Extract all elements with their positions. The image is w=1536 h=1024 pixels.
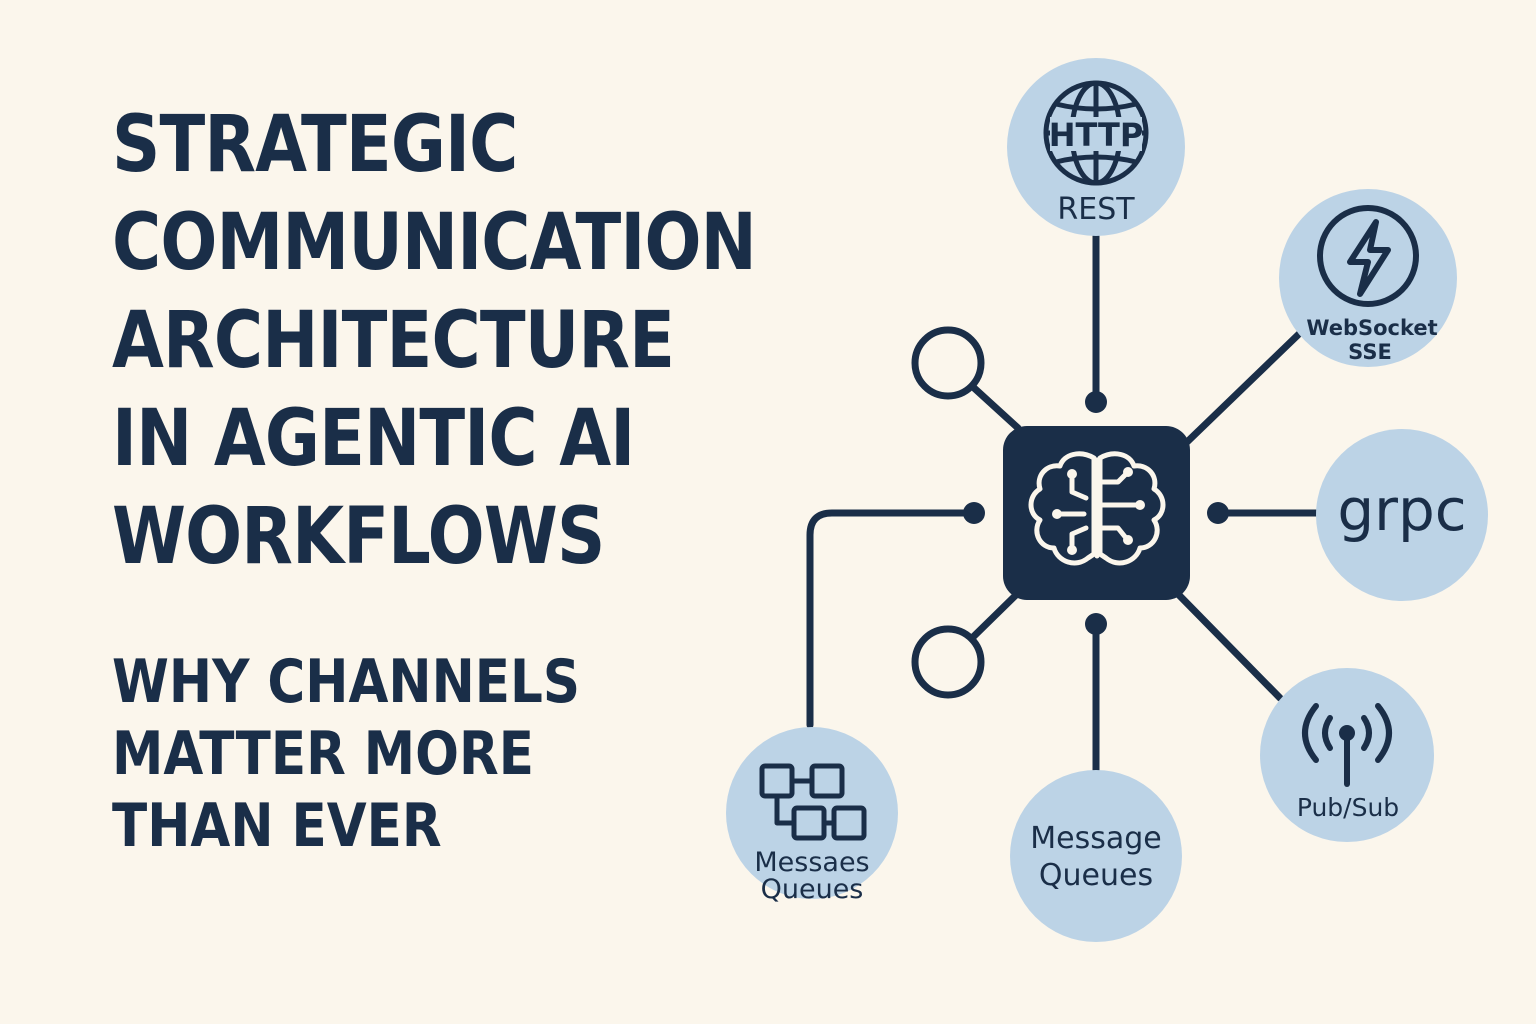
- rest-label: REST: [1057, 192, 1135, 227]
- http-text: HTTP: [1049, 116, 1144, 154]
- queue-blocks-icon: [759, 763, 867, 841]
- brain-circuit-icon: [1028, 451, 1166, 566]
- subtitle-line-1: WHY CHANNELS: [112, 647, 581, 717]
- subtitle-line-2: MATTER MORE: [112, 719, 535, 789]
- connector-port-bottom: [966, 591, 1020, 644]
- junction-dot-bottom: [1085, 613, 1107, 635]
- junction-dots: [963, 391, 1229, 635]
- subtitle: WHY CHANNELS MATTER MORE THAN EVER: [112, 646, 672, 862]
- messaes-queues-label-line-2: Queues: [761, 874, 864, 905]
- title-line-1: STRATEGIC: [112, 100, 518, 190]
- message-queues-label-line-2: Queues: [1039, 858, 1153, 893]
- title-line-3: ARCHITECTURE: [112, 296, 675, 386]
- websocket-label-line-2: SSE: [1348, 340, 1392, 364]
- lightning-bolt-icon: [1317, 205, 1419, 307]
- title-line-5: WORKFLOWS: [112, 492, 605, 582]
- pubsub-label: Pub/Sub: [1297, 793, 1399, 822]
- brain-circuit-nodes: [1052, 467, 1145, 555]
- grpc-label: grpc: [1337, 476, 1466, 544]
- node-message-queues: [1010, 770, 1182, 942]
- websocket-label-line-1: WebSocket: [1306, 316, 1437, 340]
- messaes-queues-label-line-1: Messaes: [754, 847, 869, 878]
- message-queues-label-line-1: Message: [1030, 821, 1161, 856]
- page-title: STRATEGIC COMMUNICATION ARCHITECTURE IN …: [112, 96, 792, 586]
- connector-messaes-queues: [806, 509, 978, 729]
- node-messaes-queues: [726, 727, 898, 899]
- junction-dot-top: [1085, 391, 1107, 413]
- title-line-4: IN AGENTIC AI: [112, 394, 635, 484]
- node-grpc: [1316, 429, 1488, 601]
- subtitle-line-3: THAN EVER: [112, 791, 442, 861]
- connector-port-top: [969, 383, 1022, 432]
- connectors: [806, 232, 1320, 774]
- junction-dot-right: [1207, 502, 1229, 524]
- open-port-top: [911, 326, 985, 400]
- junction-dot-left: [963, 502, 985, 524]
- antenna-dot: [1339, 725, 1355, 741]
- http-label-bg: [1050, 117, 1142, 151]
- broadcast-antenna-icon: [1302, 703, 1392, 787]
- connector-websocket: [1182, 329, 1304, 447]
- open-port-bottom: [911, 625, 985, 699]
- title-line-2: COMMUNICATION: [112, 198, 757, 288]
- connector-pubsub: [1172, 588, 1284, 702]
